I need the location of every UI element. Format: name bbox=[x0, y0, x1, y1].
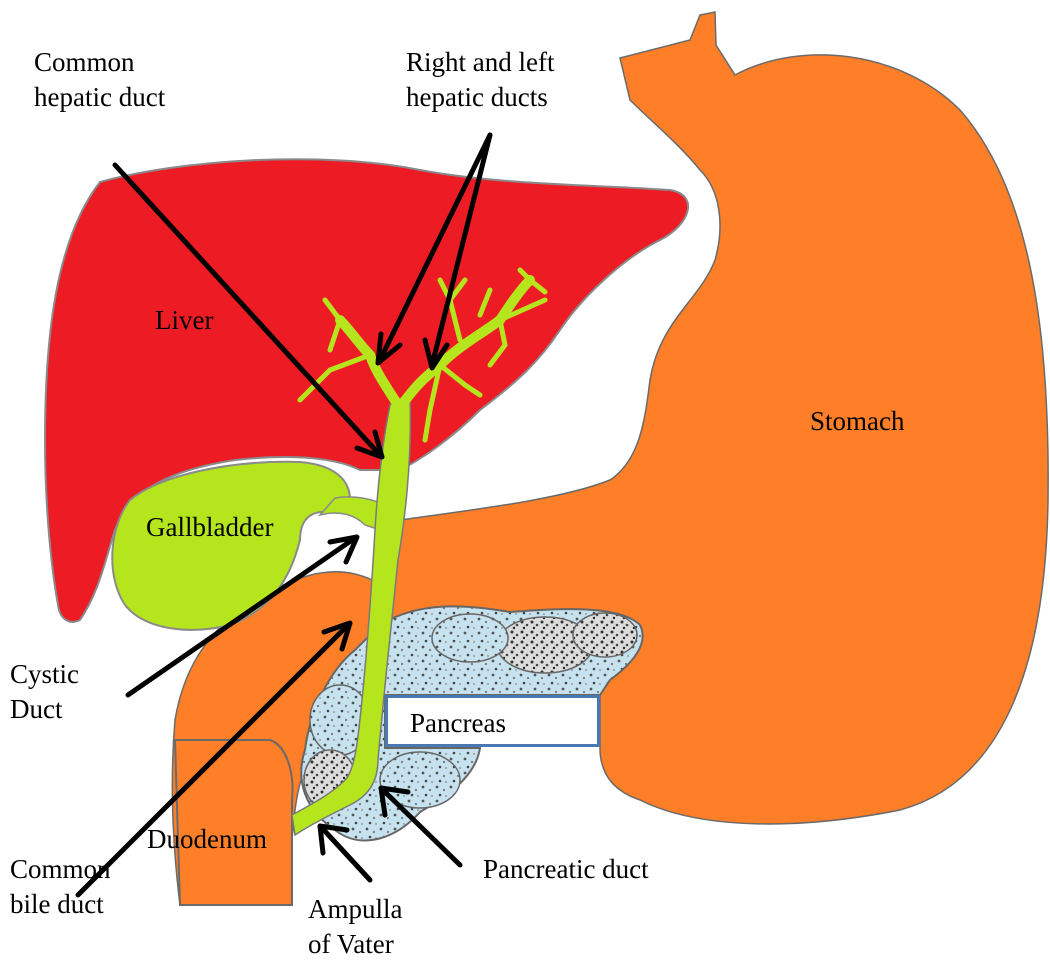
label-ampulla-of-vater: Ampulla of Vater bbox=[308, 892, 403, 962]
label-pancreas-box: Pancreas bbox=[385, 695, 600, 747]
label-pancreatic-duct: Pancreatic duct bbox=[483, 852, 649, 887]
pancreas-lobule bbox=[432, 614, 508, 662]
label-common-bile-duct: Common bile duct bbox=[10, 852, 111, 922]
label-stomach: Stomach bbox=[810, 404, 905, 439]
label-gallbladder: Gallbladder bbox=[146, 510, 273, 545]
label-pancreas: Pancreas bbox=[410, 706, 506, 741]
label-duodenum: Duodenum bbox=[147, 822, 267, 857]
pancreas-lobule bbox=[573, 613, 637, 657]
label-common-hepatic-duct: Common hepatic duct bbox=[34, 45, 165, 115]
label-cystic-duct: Cystic Duct bbox=[10, 657, 79, 727]
label-liver: Liver bbox=[155, 303, 213, 338]
label-right-left-hepatic-ducts: Right and left hepatic ducts bbox=[406, 45, 554, 115]
